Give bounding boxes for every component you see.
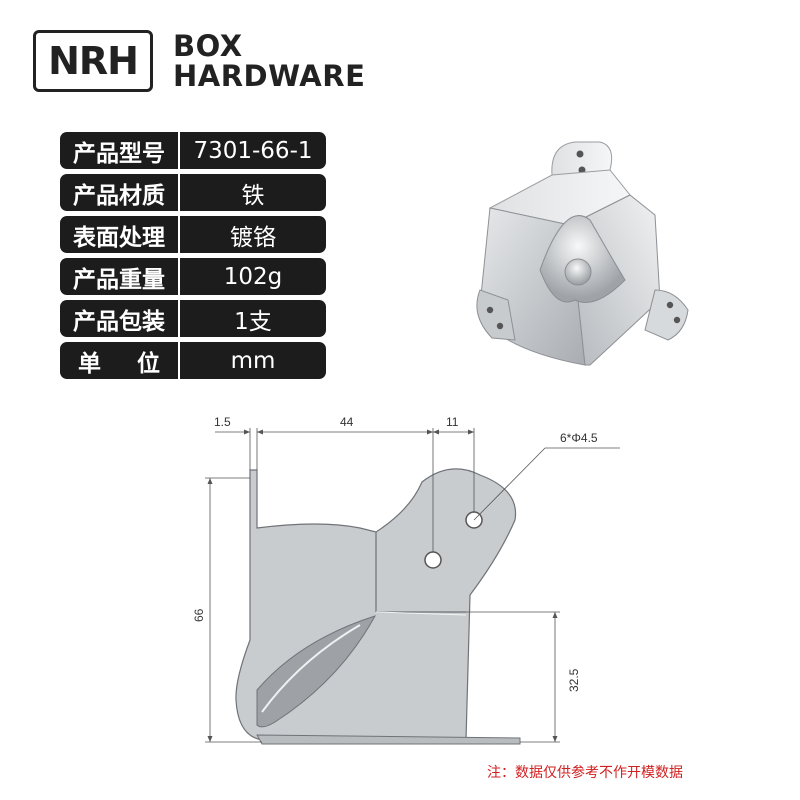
spec-row-model: 产品型号 7301-66-1 (60, 132, 326, 169)
spec-key: 产品重量 (60, 258, 178, 295)
unit-key-char-b: 位 (137, 350, 160, 377)
dim-height-label: 66 (192, 608, 206, 622)
spec-row-weight: 产品重量 102g (60, 258, 326, 295)
bracket-lip (256, 734, 521, 745)
dim-half-height-label: 32.5 (567, 668, 581, 692)
spec-table: 产品型号 7301-66-1 产品材质 铁 表面处理 镀铬 产品重量 102g … (60, 127, 326, 384)
spec-key: 产品型号 (60, 132, 178, 169)
spec-value: 镀铬 (178, 216, 326, 253)
spec-row-package: 产品包装 1支 (60, 300, 326, 337)
spec-key-unit: 单 位 (60, 342, 178, 379)
dim-arrows (207, 429, 558, 742)
dim-hole-offset-label: 11 (446, 415, 459, 429)
spec-key: 产品包装 (60, 300, 178, 337)
bracket-fold (256, 615, 377, 728)
spec-row-material: 产品材质 铁 (60, 174, 326, 211)
spec-row-unit: 单 位 mm (60, 342, 326, 379)
product-photo (476, 141, 689, 366)
dim-thickness-label: 1.5 (214, 415, 231, 429)
spec-key: 产品材质 (60, 174, 178, 211)
spec-value: 1支 (178, 300, 326, 337)
logo-line-1: BOX (173, 28, 243, 63)
logo-line-2: HARDWARE (173, 59, 366, 93)
spec-value: 铁 (178, 174, 326, 211)
spec-row-finish: 表面处理 镀铬 (60, 216, 326, 253)
brand-logo: NRH BOX HARDWARE (33, 30, 365, 92)
spec-key: 表面处理 (60, 216, 178, 253)
dim-lines-top (205, 428, 620, 743)
spec-value: 7301-66-1 (178, 132, 326, 169)
spec-value: 102g (178, 258, 326, 295)
dim-holes-label: 6*Φ4.5 (560, 431, 598, 445)
dim-width-label: 44 (340, 415, 354, 429)
logo-wordmark: BOX HARDWARE (173, 28, 366, 93)
hole (424, 551, 442, 569)
logo-mark-box: NRH (33, 30, 153, 92)
logo-mark: NRH (48, 39, 139, 83)
disclaimer-note: 注：数据仅供参考不作开模数据 (487, 765, 683, 781)
unit-key-char-a: 单 (78, 350, 101, 377)
spec-value-unit: mm (178, 342, 326, 379)
